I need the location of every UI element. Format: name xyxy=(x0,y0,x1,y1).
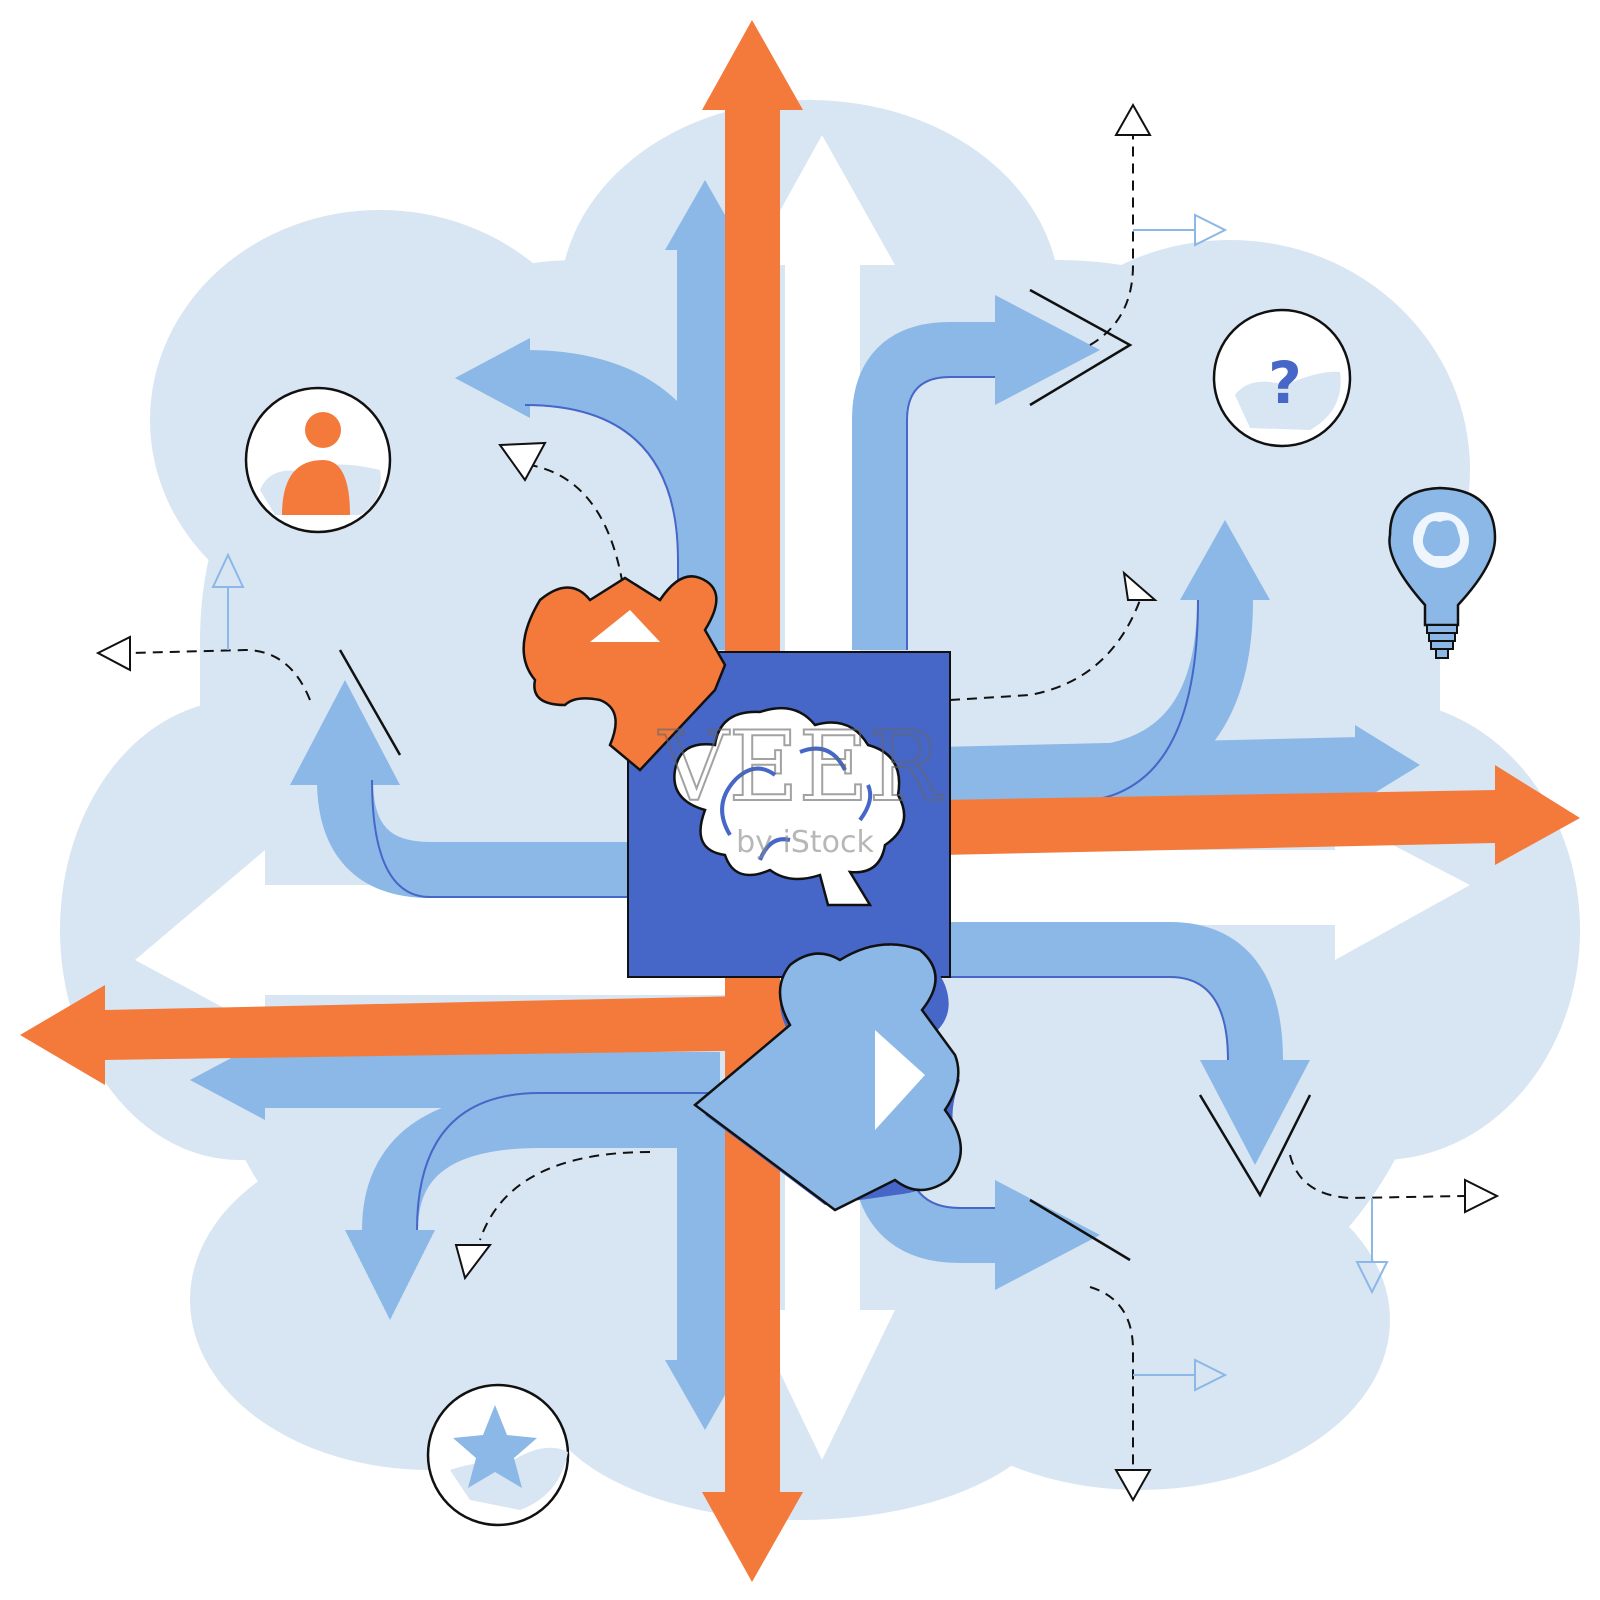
blue-arrows xyxy=(265,250,1361,1360)
blue-arrow-right-straight xyxy=(939,737,1361,803)
question-badge: ? xyxy=(1212,308,1352,448)
orange-arrow-right xyxy=(940,765,1580,865)
thin-blue-arrows xyxy=(211,213,1389,1392)
blue-arrow-curve-down-left xyxy=(362,1092,720,1232)
star-icon xyxy=(453,1405,537,1488)
blue-arrow-curve-up-right xyxy=(852,322,1000,650)
question-icon: ? xyxy=(1268,349,1302,417)
lightbulb xyxy=(1388,486,1497,659)
blue-arrow-curve-up-left xyxy=(317,779,650,898)
blue-arrow-heads xyxy=(190,180,1420,1430)
puzzle-piece-orange xyxy=(522,575,727,772)
watermark-sub: by iStock xyxy=(736,825,874,860)
user-icon xyxy=(282,412,350,515)
blue-arrow-curve-left-top xyxy=(524,350,733,640)
dashed-arrow-heads xyxy=(95,102,1500,1503)
white-arrow-down xyxy=(750,1250,895,1460)
brain-icon xyxy=(673,706,906,907)
puzzle-piece-blue xyxy=(692,943,962,1212)
orange-arrow-left xyxy=(20,985,790,1085)
watermark-main: VEER xyxy=(658,711,943,823)
orange-arrow-head-up xyxy=(702,20,803,110)
arrow-accent-lines xyxy=(371,376,1229,1231)
star-badge xyxy=(426,1383,570,1527)
arrow-outline-accents xyxy=(338,288,1312,1262)
watermark: VEER by iStock xyxy=(657,710,944,860)
blue-arrow-curve-right-down xyxy=(940,922,1283,1061)
orange-arrow-head-down xyxy=(702,1492,803,1582)
user-badge xyxy=(244,386,392,534)
dashed-paths xyxy=(129,135,1466,1465)
